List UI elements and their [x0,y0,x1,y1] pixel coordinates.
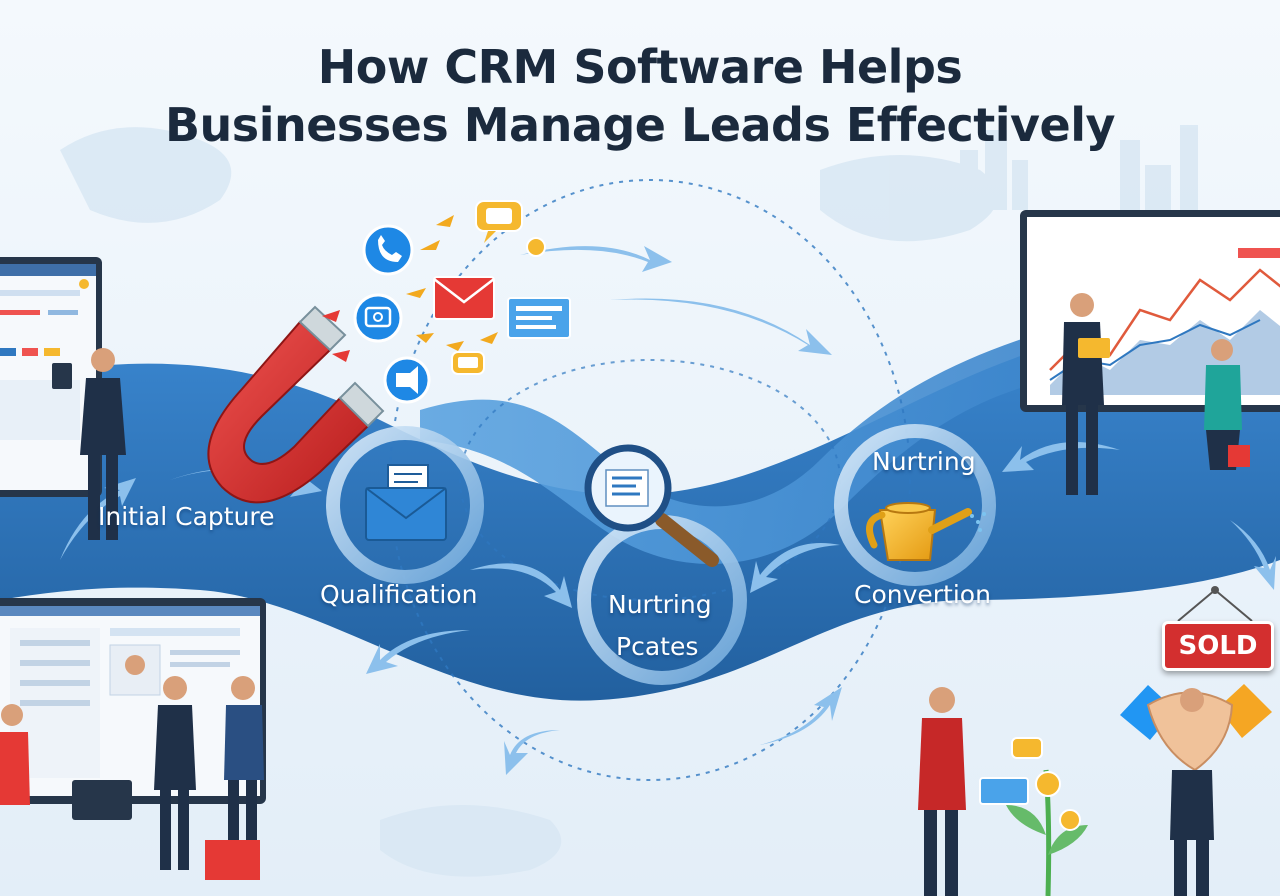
email-at-icon [353,293,403,343]
plant-icon [979,737,1088,896]
nurturing-right-circle [834,424,996,586]
person-bottom-right-red [918,687,966,896]
sold-sign-hanger [1177,586,1253,622]
analytics-board-right [1020,210,1280,412]
page-title-line-2: Businesses Manage Leads Effectively [165,98,1115,152]
stage-label-nurturing-right: Nurtring [872,447,976,476]
stage-label-qualification: Qualification [320,580,478,609]
stage-label-nurturing-center: Nurtring [608,590,712,619]
sold-sign: SOLD [1162,621,1274,671]
megaphone-icon [383,356,431,404]
crm-monitor-left [0,257,102,497]
watering-can-icon [866,502,986,561]
flow-arrows [60,246,1276,775]
handshake-icon [1120,684,1272,896]
page-title-line-1: How CRM Software Helps [317,40,963,94]
phone-icon [362,224,414,276]
magnet-icon [207,305,385,504]
background-world-map [60,125,1198,877]
person-right-woman [1204,339,1250,470]
magnifier-icon [584,444,719,567]
stage-label-nurturing-center-sub: Pcates [616,632,699,661]
flow-ribbon-upper [420,330,1050,564]
envelope-red-icon [433,276,495,320]
qualification-circle [326,426,484,584]
contact-card-icon [507,297,571,339]
stage-label-conversion: Convertion [854,580,991,609]
stage-label-initial-capture: Initial Capture [98,502,275,531]
person-right-presenter [1062,293,1110,495]
envelope-icon [365,464,447,541]
person-left-tablet [52,348,126,540]
capture-arrows [322,215,498,362]
crm-dashboard-bottom-left [0,598,266,804]
people-bottom-left [0,676,264,880]
chat-bubble-icon [451,200,546,375]
